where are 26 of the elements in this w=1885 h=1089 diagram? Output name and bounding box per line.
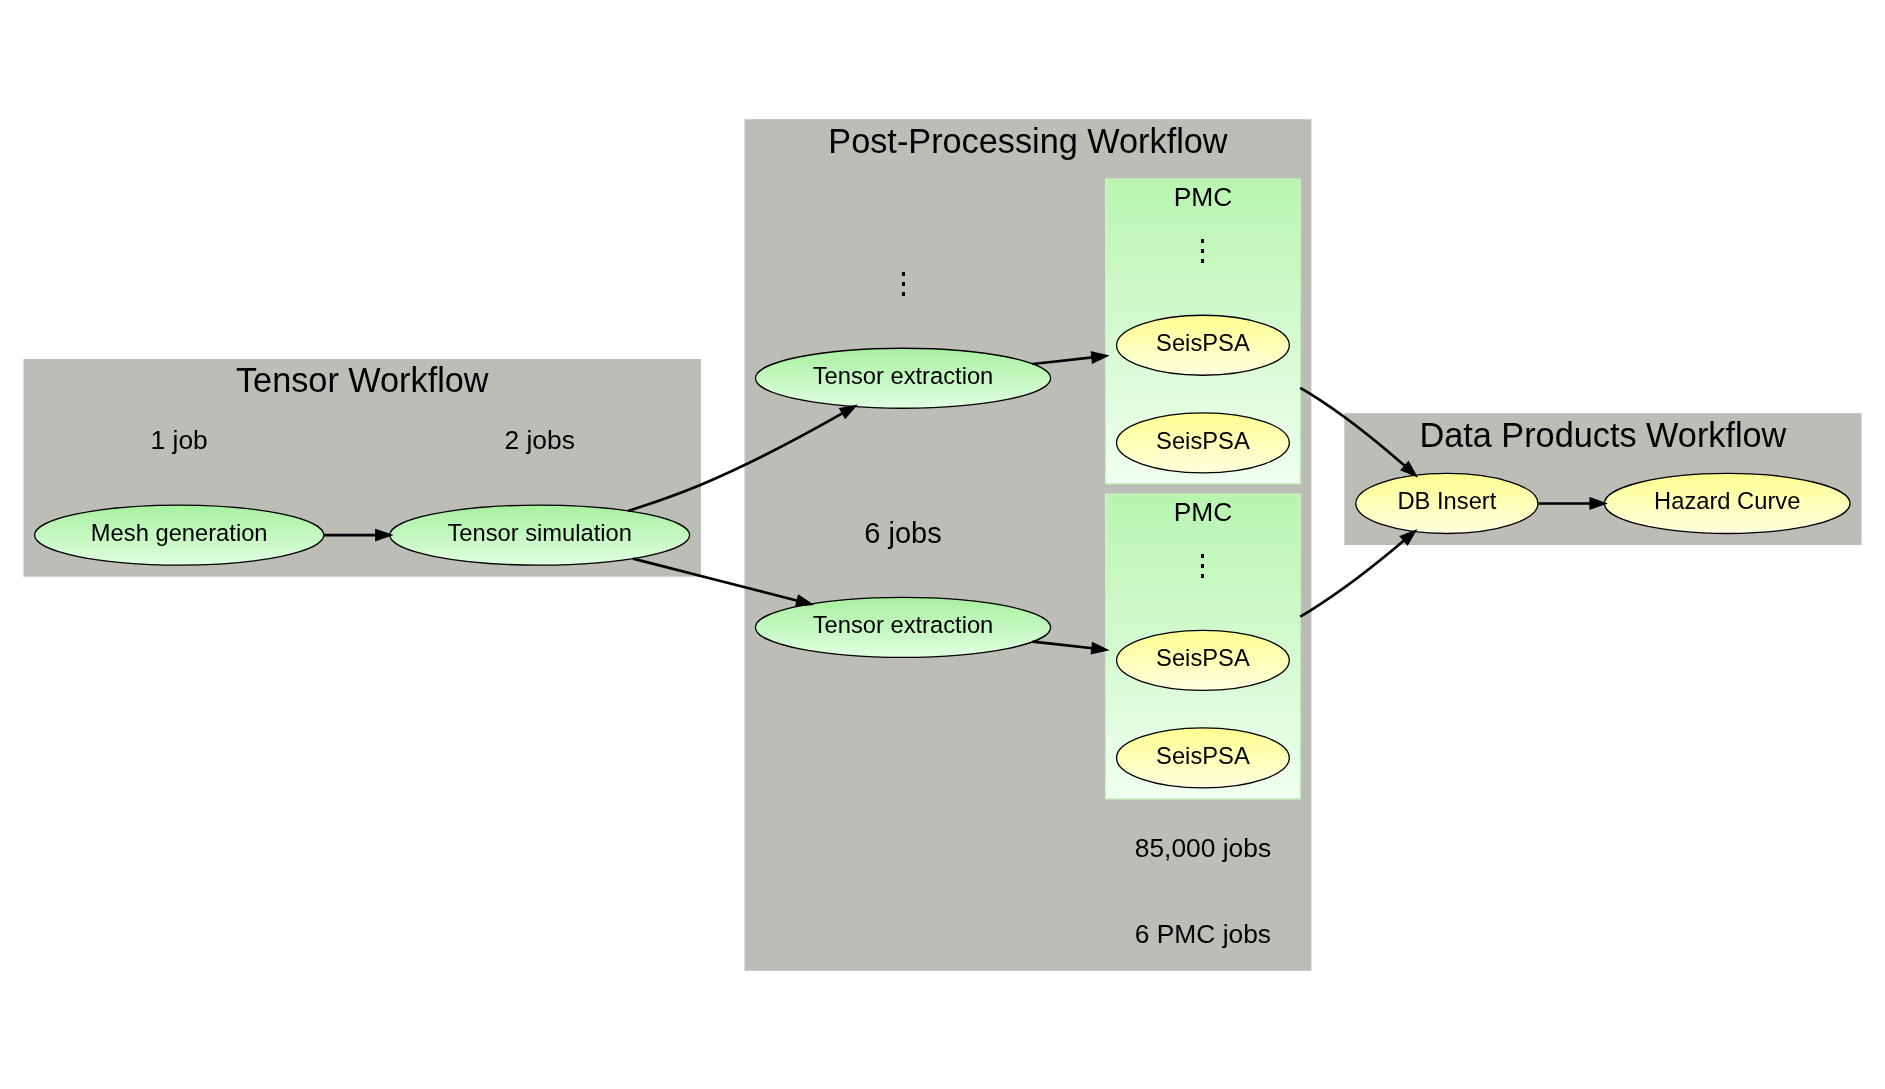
arrow	[1299, 528, 1418, 618]
node-label: 6 PMC jobs	[1134, 917, 1272, 948]
arrow	[1538, 496, 1608, 510]
node-label: 85,000 jobs	[1134, 832, 1272, 863]
node-ellipse: Mesh generation	[33, 503, 325, 566]
node-ellipse: SeisPSA	[1115, 411, 1290, 473]
label: 6 jobs	[864, 516, 942, 548]
node-ellipse: SeisPSA	[1115, 629, 1290, 691]
node-ellipse: Tensor extraction	[754, 347, 1052, 409]
label: ⋮	[888, 266, 918, 299]
arrow	[1032, 639, 1110, 655]
arrow	[324, 528, 394, 542]
arrow	[632, 556, 815, 607]
node-ellipse: SeisPSA	[1115, 726, 1290, 789]
arrow	[627, 403, 858, 512]
label: ⋮	[1188, 548, 1218, 581]
node-label: 1 job	[150, 424, 208, 455]
node-label: 2 jobs	[504, 424, 575, 455]
label: ⋮	[1188, 233, 1218, 266]
node-ellipse: Tensor extraction	[754, 596, 1052, 658]
node-ellipse: Tensor simulation	[389, 503, 691, 566]
node-ellipse: SeisPSA	[1115, 314, 1290, 376]
node-ellipse: DB Insert	[1355, 472, 1539, 534]
arrow	[1032, 350, 1110, 365]
arrow	[1299, 386, 1419, 478]
node-ellipse: Hazard Curve	[1603, 472, 1851, 534]
